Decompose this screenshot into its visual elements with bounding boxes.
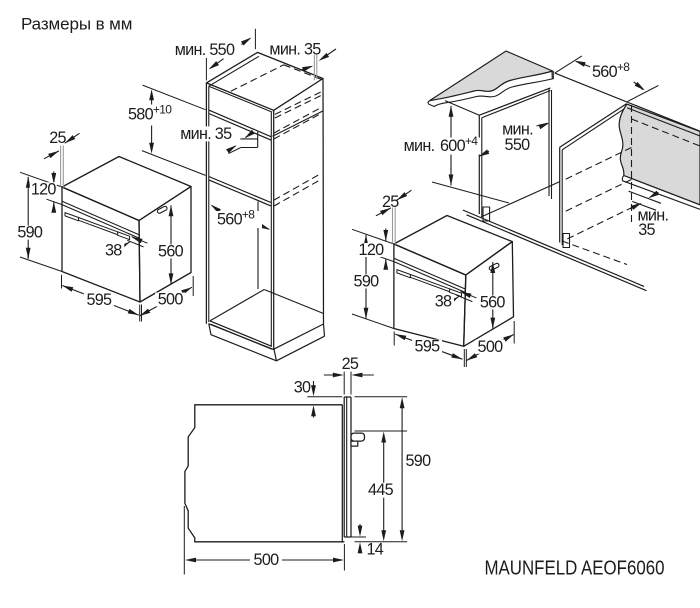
- svg-text:25: 25: [382, 193, 399, 211]
- svg-text:Размеры в мм: Размеры в мм: [21, 14, 132, 33]
- svg-text:14: 14: [367, 541, 384, 559]
- svg-text:мин.: мин.: [637, 207, 668, 225]
- svg-text:мин.: мин.: [404, 137, 435, 155]
- svg-text:590: 590: [354, 273, 380, 291]
- svg-text:120: 120: [31, 180, 57, 198]
- svg-text:мин. 550: мин. 550: [175, 41, 235, 59]
- svg-text:500: 500: [478, 338, 504, 356]
- svg-text:мин.: мин.: [502, 121, 533, 139]
- svg-text:30: 30: [294, 379, 311, 397]
- svg-text:500: 500: [158, 291, 184, 309]
- svg-text:550: 550: [505, 136, 531, 154]
- svg-text:560: 560: [158, 242, 184, 260]
- svg-text:мин. 35: мин. 35: [180, 125, 232, 143]
- svg-text:38: 38: [435, 292, 452, 310]
- svg-text:25: 25: [342, 355, 359, 373]
- svg-text:590: 590: [17, 224, 43, 242]
- svg-text:590: 590: [406, 452, 432, 470]
- svg-text:25: 25: [49, 129, 66, 147]
- svg-text:38: 38: [105, 241, 122, 259]
- svg-text:560: 560: [480, 294, 506, 312]
- svg-text:MAUNFELD AEOF6060: MAUNFELD AEOF6060: [485, 557, 665, 579]
- svg-text:445: 445: [368, 481, 394, 499]
- svg-text:35: 35: [638, 221, 655, 239]
- svg-text:595: 595: [86, 291, 112, 309]
- svg-text:120: 120: [359, 241, 385, 259]
- svg-text:мин. 35: мин. 35: [269, 40, 321, 58]
- svg-text:500: 500: [254, 551, 280, 569]
- svg-text:595: 595: [415, 338, 441, 356]
